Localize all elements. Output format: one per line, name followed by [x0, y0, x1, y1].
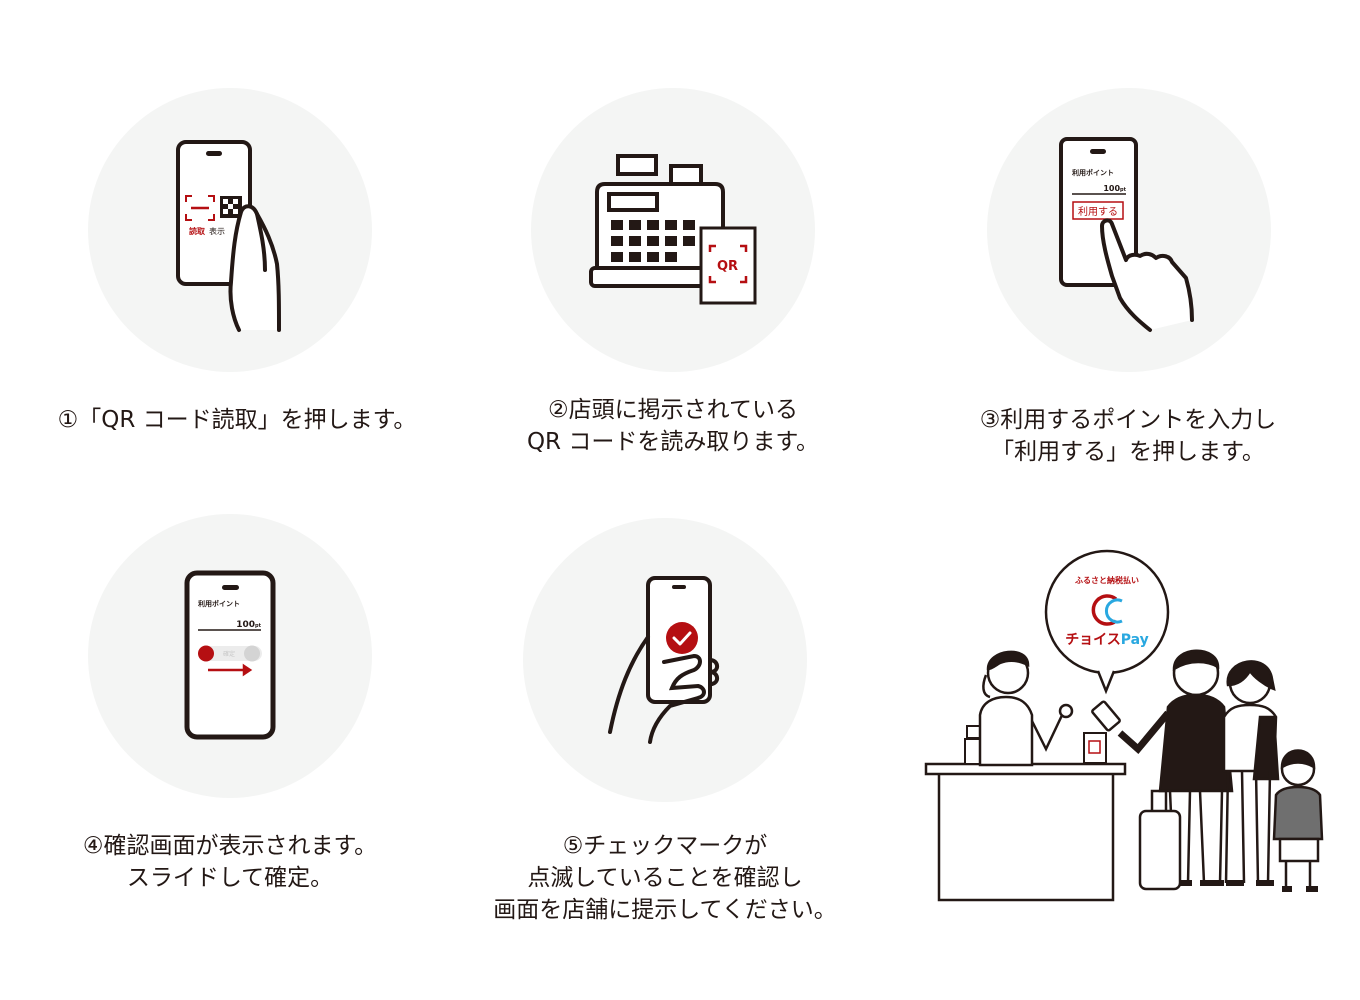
show-label: 表示 [209, 226, 225, 236]
step5-phone-check-illustration [608, 576, 719, 744]
qr-code-icon [220, 196, 242, 218]
confirm-slider[interactable]: 確定 [198, 645, 262, 662]
text-label: Pay [1121, 632, 1149, 648]
svg-text:100pt: 100pt [236, 620, 261, 630]
text-label: スライドして確定。 [126, 865, 334, 891]
points-label: 利用ポイント [198, 599, 240, 608]
points-value: 100 [236, 620, 255, 630]
slider-knob [198, 645, 214, 662]
choice-pay-logo-icon [1091, 594, 1118, 626]
qr-sign [699, 226, 757, 305]
hand-icon [608, 635, 706, 744]
qr-stand [1083, 732, 1107, 764]
step5-caption: ⑤チェックマークが点滅していることを確認し画面を店舗に提示してください。 [493, 830, 837, 926]
text-label: 確定 [223, 650, 235, 658]
step3-phone-use-points-illustration: 利用ポイント 100pt 利用する [1059, 137, 1194, 332]
counter [937, 770, 1115, 902]
points-value: 100 [1103, 184, 1120, 193]
points-label: 利用ポイント [1072, 168, 1114, 177]
step2-caption: ②店頭に掲示されている QR コードを読み取ります。 [527, 394, 819, 458]
choice-pay-bubble: ふるさと納税払い チョイスPay [1044, 549, 1170, 695]
text-label: ③利用するポイントを入力し [979, 407, 1277, 433]
text-label: QR コードを読み取ります。 [526, 429, 820, 455]
text-label: ①「QR コード読取」を押します。 [57, 407, 417, 433]
customer-woman-figure [1222, 660, 1280, 886]
svg-text:チョイスPay: チョイスPay [1065, 632, 1149, 648]
text-label: 画面を店舗に提示してください。 [493, 897, 837, 923]
step2-register-illustration: QR [589, 154, 757, 305]
customer-child-figure [1272, 749, 1324, 892]
use-points-button[interactable] [1072, 201, 1124, 220]
clerk-figure [978, 650, 1074, 767]
store-checkout-scene-illustration: ふるさと納税払い チョイスPay [924, 549, 1324, 902]
step3-caption: ③利用するポイントを入力し「利用する」を押します。 [980, 404, 1277, 468]
text-label: 利用する [1078, 206, 1118, 218]
pointing-hand-icon [1100, 218, 1194, 332]
arrow-right-icon [208, 663, 253, 677]
step4-phone-slide-illustration: 利用ポイント 100pt 確定 [184, 570, 276, 740]
text-label: 「利用する」を押します。 [991, 439, 1265, 465]
scan-frame-icon [185, 195, 215, 221]
text-label: チョイス [1065, 632, 1121, 648]
step4-caption: ④確認画面が表示されます。スライドして確定。 [83, 830, 377, 894]
text-label: 点滅していることを確認し [527, 865, 803, 891]
hand-icon [228, 204, 281, 332]
text-label: ④確認画面が表示されます。 [82, 833, 378, 859]
svg-text:100pt: 100pt [1103, 184, 1126, 193]
qr-sign-label: QR [717, 259, 738, 274]
checkmark-icon [666, 622, 698, 654]
text-label: ②店頭に掲示されている [548, 397, 798, 423]
suitcase [1138, 809, 1182, 891]
step1-phone-scan-illustration: 読取 表示 [176, 140, 281, 332]
text-label: pt [1120, 187, 1127, 193]
customer-man-figure [1091, 649, 1234, 886]
text-label: ⑤チェックマークが [562, 833, 768, 859]
step1-caption: ①「QR コード読取」を押します。 [58, 404, 417, 436]
text-label: pt [255, 623, 262, 629]
scan-label[interactable]: 読取 [189, 226, 205, 236]
bubble-tagline: ふるさと納税払い [1075, 575, 1139, 585]
